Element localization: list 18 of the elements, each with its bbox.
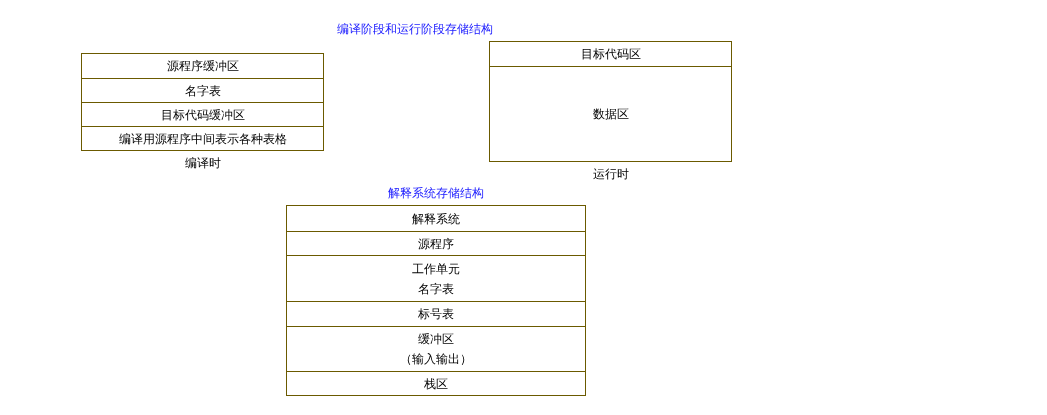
cell-text: 源程序缓冲区 — [166, 58, 239, 75]
cell-text: 源程序 — [418, 235, 454, 253]
cell-text: 标号表 — [418, 306, 454, 323]
cell-text: 栈区 — [424, 375, 448, 393]
table-heading: 解释系统存储结构 — [387, 185, 485, 202]
diagram-title: 编译阶段和运行阶段存储结构 — [337, 22, 493, 36]
cell-text: 名字表 — [418, 280, 454, 298]
cell-text: 编译用源程序中间表示各种表格 — [118, 130, 287, 148]
cell-text: 缓冲区 — [418, 331, 454, 348]
cell-text: （输入输出） — [400, 351, 472, 368]
cell-text: 目标代码缓冲区 — [160, 106, 245, 124]
cell-text: 工作单元 — [412, 260, 460, 278]
table-caption: 编译时 — [183, 155, 222, 172]
cell-text: 名字表 — [184, 82, 221, 100]
cell-text: 解释系统 — [412, 210, 460, 228]
cell-text: 目标代码区 — [580, 46, 641, 63]
cell-text: 数据区 — [592, 106, 629, 123]
table-caption: 运行时 — [591, 166, 630, 183]
